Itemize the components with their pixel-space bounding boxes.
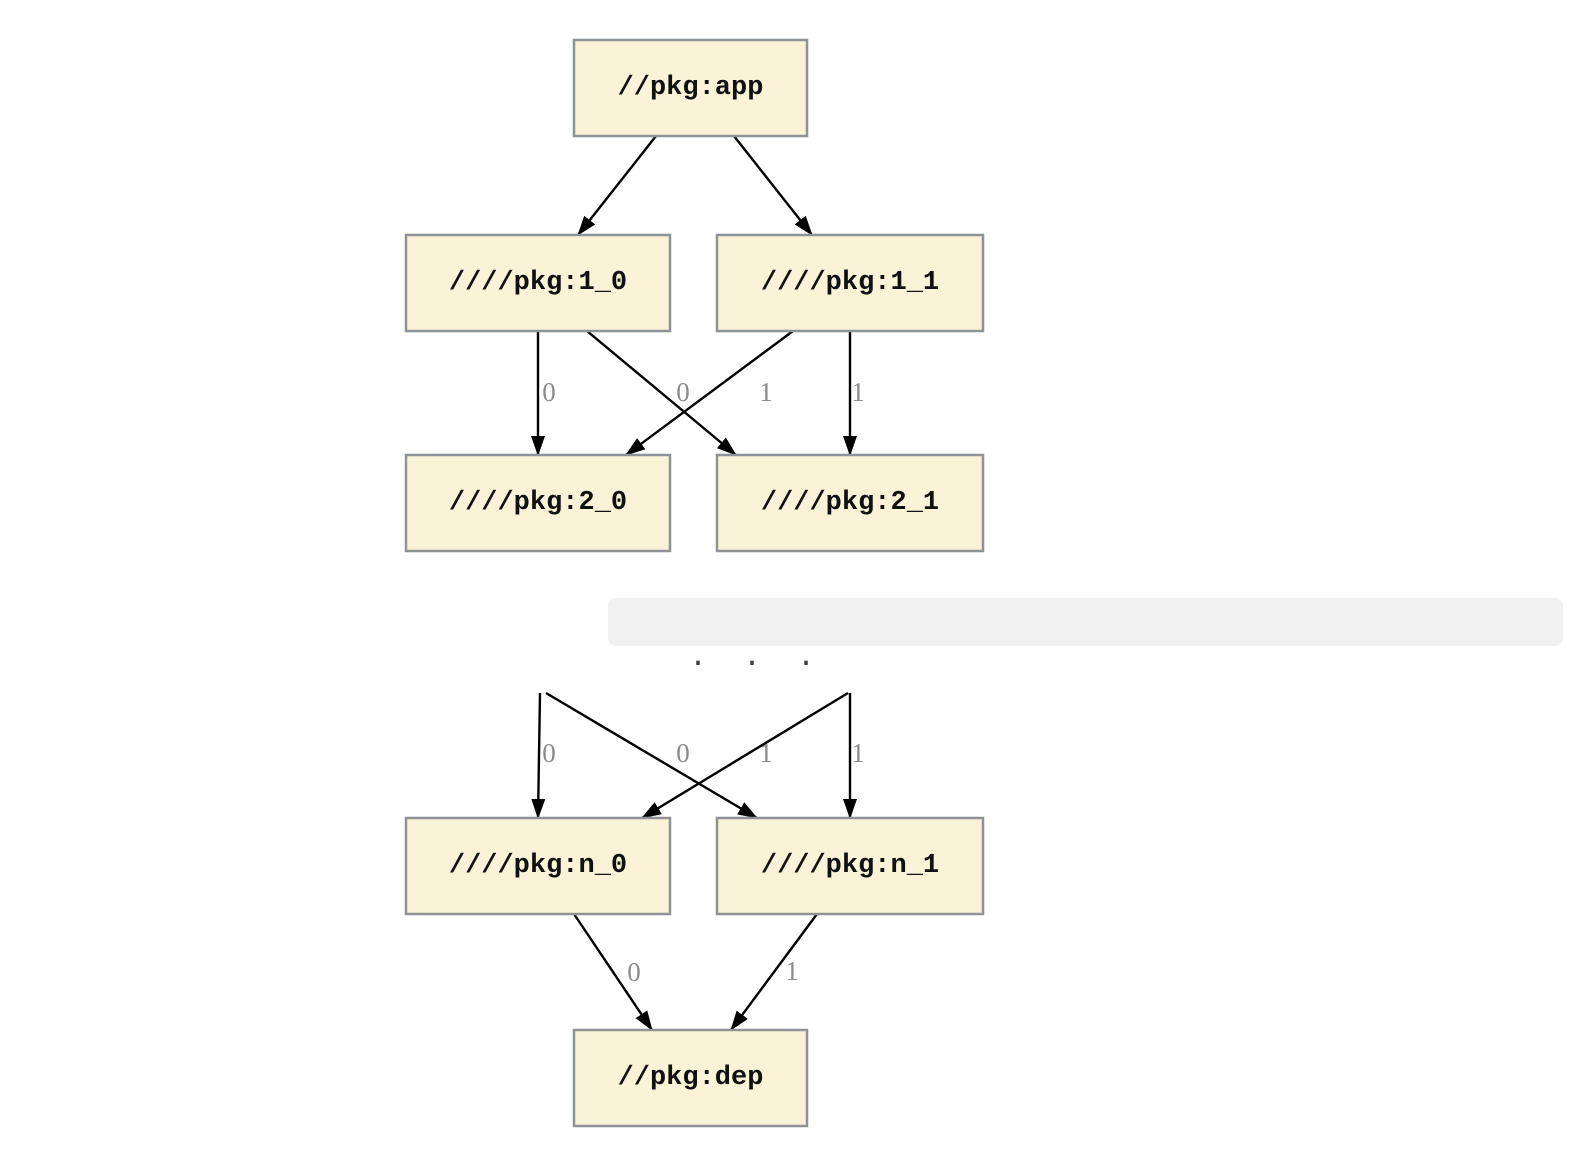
ellipsis-code-block: . . . — [608, 598, 1563, 675]
node-label: //pkg:app — [618, 73, 764, 103]
edge-label: 0 — [542, 377, 556, 407]
edge-label: 1 — [759, 738, 773, 768]
edge-label: 0 — [676, 738, 690, 768]
node-label: ////pkg:2_1 — [761, 488, 939, 518]
graph-node-app: //pkg:app — [572, 38, 809, 138]
graph-edge-hidden-to-n_0 — [641, 691, 849, 820]
graph-node-1_0: ////pkg:1_0 — [404, 233, 672, 333]
nodes-layer: //pkg:app ////pkg:1_0 ////pkg:1_1 ////pkg:2… — [404, 38, 985, 1128]
edge-label: 1 — [851, 738, 865, 768]
edge-label: 1 — [759, 377, 773, 407]
graph-edge-hidden-to-n_0 — [531, 692, 546, 819]
ellipsis-text: . . . — [689, 641, 816, 675]
node-label: ////pkg:n_1 — [761, 851, 939, 881]
graph-node-dep: //pkg:dep — [572, 1028, 809, 1128]
node-box — [715, 816, 985, 916]
graph-edge-app-to-1_1 — [733, 135, 813, 236]
graph-edge-n_0-to-dep — [573, 913, 653, 1031]
graph-node-n_0: ////pkg:n_0 — [404, 816, 672, 916]
node-box — [404, 816, 672, 916]
node-label: ////pkg:1_0 — [449, 268, 627, 298]
node-box — [572, 1028, 809, 1128]
node-label: //pkg:dep — [618, 1063, 764, 1093]
node-box — [404, 233, 672, 333]
edge-label: 0 — [676, 377, 690, 407]
node-box — [404, 453, 672, 553]
node-label: ////pkg:1_1 — [761, 268, 939, 298]
edges-layer — [531, 135, 857, 1031]
graph-node-1_1: ////pkg:1_1 — [715, 233, 985, 333]
graph-edge-app-to-1_0 — [577, 135, 657, 236]
edge-label: 1 — [851, 377, 865, 407]
graph-node-2_0: ////pkg:2_0 — [404, 453, 672, 553]
edge-label: 0 — [627, 957, 641, 987]
graph-edge-hidden-to-n_1 — [545, 691, 758, 820]
graph-node-2_1: ////pkg:2_1 — [715, 453, 985, 553]
graph-edge-1_0-to-2_1 — [586, 330, 737, 456]
node-box — [715, 233, 985, 333]
graph-edge-n_1-to-dep — [730, 913, 818, 1031]
edge-label: 1 — [785, 956, 799, 986]
node-label: ////pkg:n_0 — [449, 851, 627, 881]
graph-node-n_1: ////pkg:n_1 — [715, 816, 985, 916]
node-label: ////pkg:2_0 — [449, 488, 627, 518]
edge-label: 0 — [542, 738, 556, 768]
node-box — [572, 38, 809, 138]
node-box — [715, 453, 985, 553]
edge-labels-layer: 0 0 1 1 0 1 0 1 0 1 — [542, 377, 865, 987]
graph-edge-1_1-to-2_0 — [625, 330, 794, 456]
